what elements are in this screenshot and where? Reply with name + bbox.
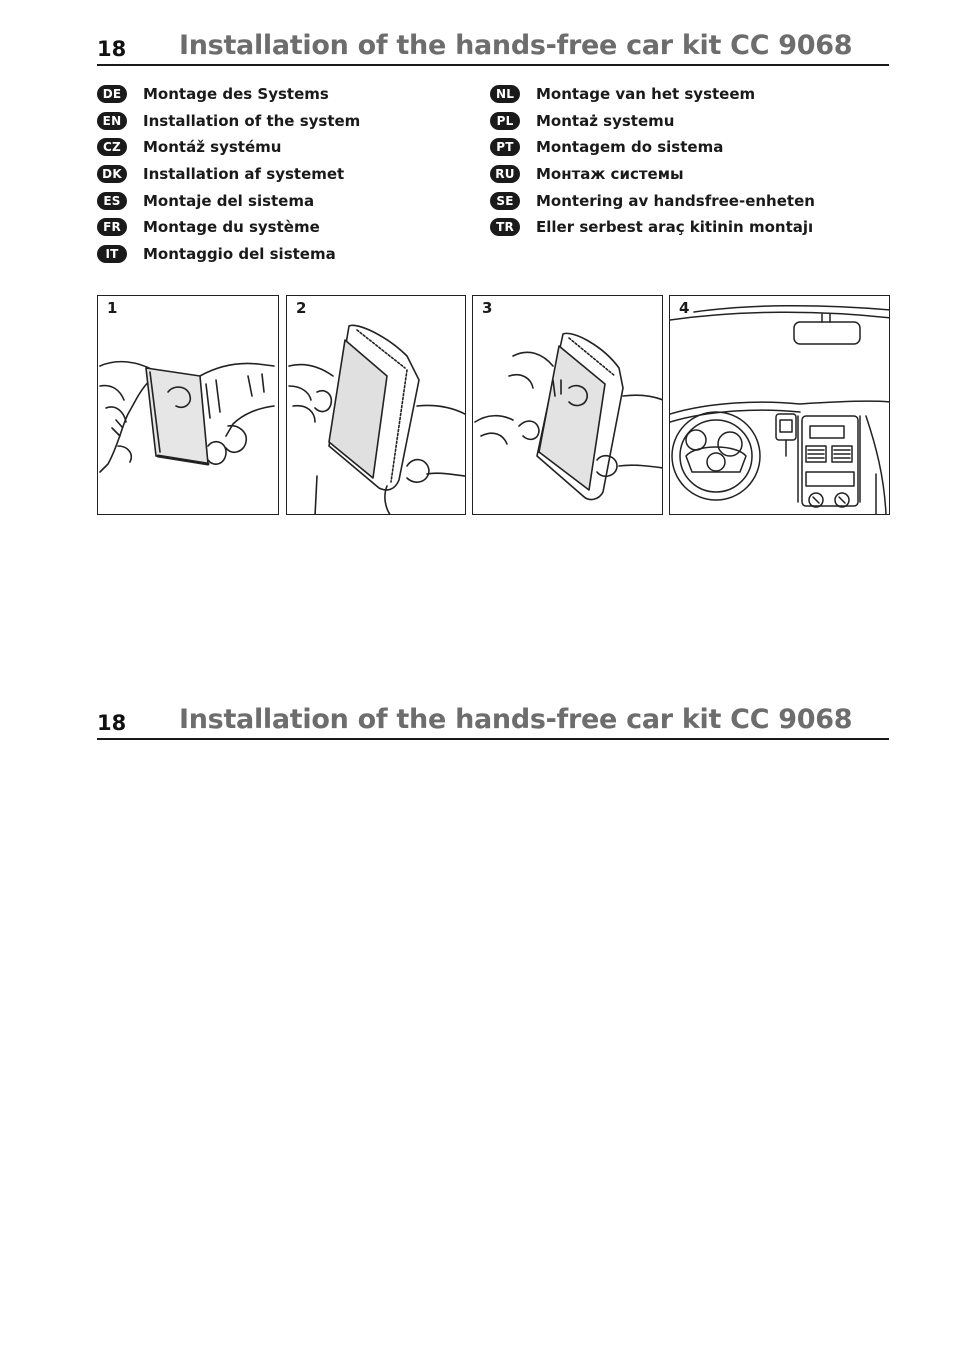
language-badge: SE: [490, 191, 520, 210]
language-badge: FR: [97, 218, 127, 237]
hands-peeling-pad-illustration: [99, 360, 275, 473]
language-badge: TR: [490, 218, 520, 237]
list-item: DE Montage des Systems: [97, 81, 360, 108]
step-number: 4: [679, 299, 690, 317]
page-title: Installation of the hands-free car kit C…: [179, 30, 853, 61]
language-badge: CZ: [97, 138, 127, 157]
language-list-right: NL Montage van het systeem PL Montaż syste…: [490, 81, 815, 241]
car-dashboard-illustration: [670, 304, 889, 514]
step-1-illustration: 1: [97, 295, 279, 515]
language-badge: DE: [97, 85, 127, 104]
page-number: 18: [97, 711, 127, 735]
step-3-illustration: 3: [472, 295, 663, 515]
language-text: Montáž systému: [143, 138, 282, 157]
step-2-illustration: 2: [286, 295, 466, 515]
language-text: Eller serbest araç kitinin montajı: [536, 218, 814, 237]
language-badge: RU: [490, 165, 520, 184]
language-badge: IT: [97, 244, 127, 263]
language-text: Montaje del sistema: [143, 191, 315, 210]
language-badge: ES: [97, 191, 127, 210]
page-header-repeat: 18 Installation of the hands-free car ki…: [97, 702, 889, 740]
language-badge: DK: [97, 165, 127, 184]
language-text: Montagem do sistema: [536, 138, 724, 157]
list-item: RU Монтаж системы: [490, 161, 815, 188]
step-number: 2: [296, 299, 307, 317]
page-header: 18 Installation of the hands-free car ki…: [97, 28, 889, 66]
list-item: CZ Montáž systému: [97, 134, 360, 161]
language-text: Montage du système: [143, 218, 320, 237]
list-item: TR Eller serbest araç kitinin montajı: [490, 214, 815, 241]
list-item: ES Montaje del sistema: [97, 187, 360, 214]
language-badge: EN: [97, 111, 127, 130]
step-number: 1: [107, 299, 118, 317]
page-number: 18: [97, 37, 127, 61]
list-item: NL Montage van het systeem: [490, 81, 815, 108]
hands-attaching-device-illustration: [474, 332, 662, 501]
language-text: Montage des Systems: [143, 85, 329, 104]
list-item: SE Montering av handsfree-enheten: [490, 187, 815, 214]
list-item: EN Installation of the system: [97, 108, 360, 135]
language-text: Montering av handsfree-enheten: [536, 191, 815, 210]
step-number: 3: [482, 299, 493, 317]
list-item: IT Montaggio del sistema: [97, 241, 360, 268]
list-item: PT Montagem do sistema: [490, 134, 815, 161]
language-badge: PT: [490, 138, 520, 157]
hands-holding-device-illustration: [288, 324, 465, 514]
step-4-illustration: 4: [669, 295, 890, 515]
page-title: Installation of the hands-free car kit C…: [179, 704, 853, 735]
language-text: Installation af systemet: [143, 165, 345, 184]
list-item: FR Montage du système: [97, 214, 360, 241]
list-item: DK Installation af systemet: [97, 161, 360, 188]
language-list-left: DE Montage des Systems EN Installation of …: [97, 81, 360, 267]
language-badge: NL: [490, 85, 520, 104]
language-badge: PL: [490, 111, 520, 130]
language-text: Montage van het systeem: [536, 85, 756, 104]
list-item: PL Montaż systemu: [490, 108, 815, 135]
language-text: Installation of the system: [143, 111, 361, 130]
language-text: Монтаж системы: [536, 165, 684, 184]
language-text: Montaggio del sistema: [143, 244, 336, 263]
language-text: Montaż systemu: [536, 111, 675, 130]
